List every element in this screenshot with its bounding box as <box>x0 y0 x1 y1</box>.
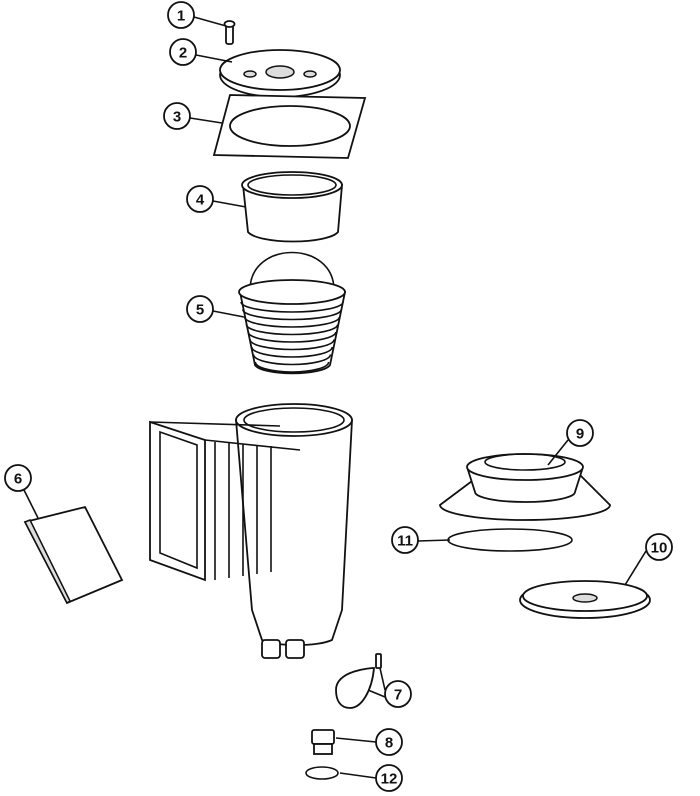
callout-2: 2 <box>169 38 197 66</box>
part-basket <box>238 251 347 375</box>
basket-rib <box>249 339 335 351</box>
callout-11: 11 <box>391 526 419 554</box>
callout-number: 7 <box>394 687 402 704</box>
callout-number: 1 <box>177 8 185 25</box>
callout-8: 8 <box>375 728 403 756</box>
part-skimmer-body <box>149 403 353 659</box>
part-screw <box>223 20 236 45</box>
part-lid <box>219 49 341 98</box>
callout-12: 12 <box>375 764 403 792</box>
callout-circle <box>169 38 197 66</box>
callout-number: 2 <box>179 45 187 62</box>
callout-number: 10 <box>651 540 668 557</box>
callout-10: 10 <box>645 533 673 561</box>
callout-9: 9 <box>566 419 594 447</box>
callout-number: 8 <box>385 735 393 752</box>
basket-rib <box>240 301 344 313</box>
basket-rib <box>254 361 330 373</box>
callout-number: 9 <box>576 426 584 443</box>
callout-number: 6 <box>14 471 22 488</box>
callout-circle <box>566 419 594 447</box>
callout-3: 3 <box>163 102 191 130</box>
callout-1: 1 <box>167 1 195 29</box>
callout-circle <box>163 102 191 130</box>
part-deck-gasket <box>212 94 367 159</box>
part-equalizer-cover <box>519 580 651 619</box>
callout-circle <box>186 295 214 323</box>
callout-number: 5 <box>196 302 204 319</box>
part-plug <box>311 729 335 755</box>
callout-circle <box>375 764 403 792</box>
part-small-oring <box>305 766 339 780</box>
part-equalizer-fitting <box>439 453 611 521</box>
callout-number: 12 <box>381 771 398 788</box>
callout-6: 6 <box>4 464 32 492</box>
part-weir <box>23 505 124 605</box>
callout-circle <box>4 464 32 492</box>
callout-circle <box>375 728 403 756</box>
part-vacuum-plate <box>335 653 382 709</box>
callout-circle <box>645 533 673 561</box>
basket-rib <box>243 316 341 328</box>
callout-number: 3 <box>173 109 181 126</box>
basket-rib <box>252 354 332 366</box>
callout-7: 7 <box>384 680 412 708</box>
basket-rib <box>245 324 339 336</box>
callout-circle <box>167 1 195 29</box>
callout-number: 11 <box>397 533 413 550</box>
part-collar <box>241 171 343 243</box>
callout-circle <box>391 526 419 554</box>
callout-number: 4 <box>196 192 205 209</box>
callout-5: 5 <box>186 295 214 323</box>
basket-rib <box>242 309 342 321</box>
callout-circle <box>384 680 412 708</box>
basket-rib <box>251 346 333 358</box>
callout-4: 4 <box>186 185 214 213</box>
part-oring <box>447 528 573 552</box>
callout-circle <box>186 185 214 213</box>
basket-rib <box>247 331 337 343</box>
leader-lines <box>23 16 647 779</box>
